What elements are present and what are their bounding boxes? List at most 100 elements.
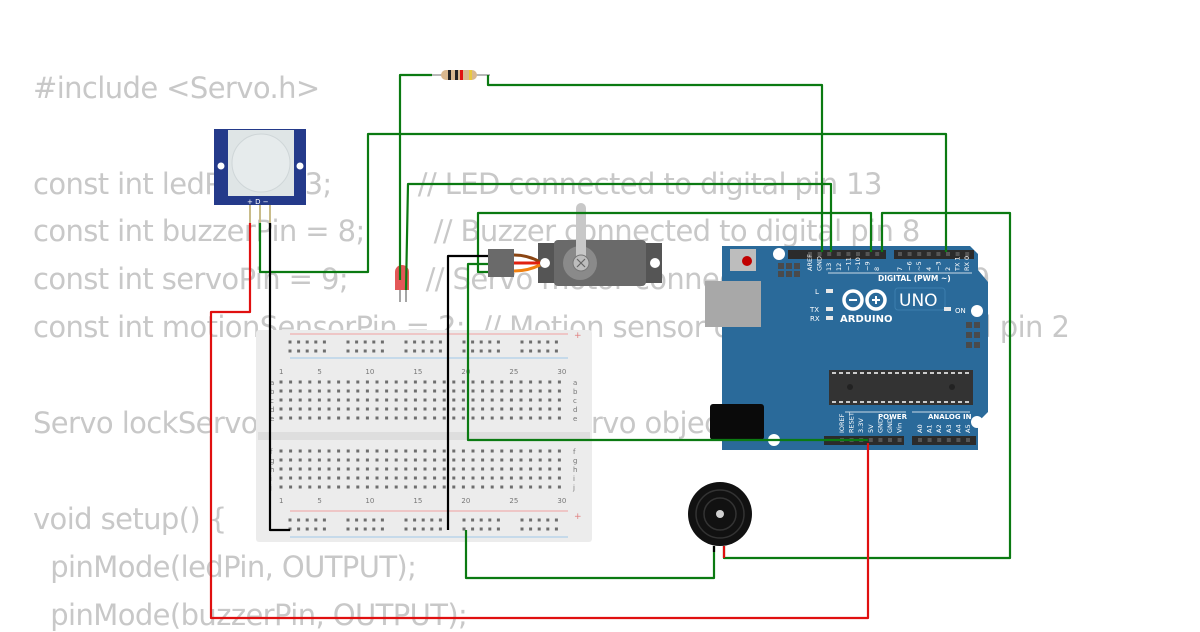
rail-hole[interactable] bbox=[520, 349, 524, 353]
breadboard-hole[interactable] bbox=[538, 407, 542, 411]
breadboard-hole[interactable] bbox=[481, 467, 485, 471]
breadboard-hole[interactable] bbox=[404, 380, 408, 384]
rail-hole[interactable] bbox=[462, 340, 466, 344]
breadboard-hole[interactable] bbox=[356, 485, 360, 489]
breadboard-hole[interactable] bbox=[509, 389, 513, 393]
rail-hole[interactable] bbox=[346, 349, 350, 353]
rail-hole[interactable] bbox=[546, 340, 550, 344]
breadboard-hole[interactable] bbox=[481, 416, 485, 420]
breadboard-hole[interactable] bbox=[500, 485, 504, 489]
breadboard-hole[interactable] bbox=[298, 458, 302, 462]
breadboard-hole[interactable] bbox=[356, 467, 360, 471]
rail-hole[interactable] bbox=[297, 518, 301, 522]
breadboard-hole[interactable] bbox=[413, 458, 417, 462]
breadboard-hole[interactable] bbox=[529, 380, 533, 384]
breadboard-hole[interactable] bbox=[327, 458, 331, 462]
breadboard-hole[interactable] bbox=[346, 416, 350, 420]
breadboard-hole[interactable] bbox=[279, 476, 283, 480]
breadboard-hole[interactable] bbox=[279, 380, 283, 384]
breadboard-hole[interactable] bbox=[519, 398, 523, 402]
wire-pir-gnd[interactable] bbox=[268, 223, 290, 532]
breadboard-hole[interactable] bbox=[413, 485, 417, 489]
rail-hole[interactable] bbox=[380, 527, 384, 531]
header-pin[interactable] bbox=[917, 252, 922, 256]
rail-hole[interactable] bbox=[314, 527, 318, 531]
wires[interactable] bbox=[209, 73, 1012, 620]
breadboard-hole[interactable] bbox=[481, 380, 485, 384]
breadboard-hole[interactable] bbox=[519, 389, 523, 393]
rail-hole[interactable] bbox=[479, 527, 483, 531]
breadboard-hole[interactable] bbox=[375, 449, 379, 453]
rail-hole[interactable] bbox=[471, 340, 475, 344]
breadboard-hole[interactable] bbox=[394, 407, 398, 411]
rail-hole[interactable] bbox=[529, 349, 533, 353]
breadboard-hole[interactable] bbox=[538, 380, 542, 384]
rail-hole[interactable] bbox=[421, 527, 425, 531]
header-pin[interactable] bbox=[956, 438, 961, 442]
breadboard-hole[interactable] bbox=[365, 467, 369, 471]
rail-hole[interactable] bbox=[496, 518, 500, 522]
rail-hole[interactable] bbox=[363, 527, 367, 531]
breadboard-hole[interactable] bbox=[298, 398, 302, 402]
rail-hole[interactable] bbox=[438, 527, 442, 531]
rail-hole[interactable] bbox=[380, 349, 384, 353]
breadboard-hole[interactable] bbox=[529, 467, 533, 471]
header-pin[interactable] bbox=[955, 252, 960, 256]
breadboard-hole[interactable] bbox=[413, 389, 417, 393]
breadboard-hole[interactable] bbox=[365, 389, 369, 393]
breadboard-hole[interactable] bbox=[548, 458, 552, 462]
breadboard-hole[interactable] bbox=[500, 407, 504, 411]
breadboard-hole[interactable] bbox=[490, 476, 494, 480]
breadboard-hole[interactable] bbox=[461, 398, 465, 402]
rail-hole[interactable] bbox=[488, 527, 492, 531]
breadboard-hole[interactable] bbox=[404, 389, 408, 393]
breadboard-hole[interactable] bbox=[308, 467, 312, 471]
breadboard-hole[interactable] bbox=[529, 476, 533, 480]
rail-hole[interactable] bbox=[488, 340, 492, 344]
breadboard-hole[interactable] bbox=[442, 449, 446, 453]
breadboard-hole[interactable] bbox=[423, 458, 427, 462]
breadboard-hole[interactable] bbox=[433, 389, 437, 393]
breadboard-hole[interactable] bbox=[413, 398, 417, 402]
rail-hole[interactable] bbox=[529, 527, 533, 531]
breadboard-hole[interactable] bbox=[337, 458, 341, 462]
breadboard-hole[interactable] bbox=[356, 416, 360, 420]
breadboard-hole[interactable] bbox=[500, 458, 504, 462]
breadboard-hole[interactable] bbox=[279, 485, 283, 489]
breadboard-hole[interactable] bbox=[289, 416, 293, 420]
breadboard-hole[interactable] bbox=[548, 416, 552, 420]
rail-hole[interactable] bbox=[355, 340, 359, 344]
breadboard-hole[interactable] bbox=[346, 458, 350, 462]
breadboard-hole[interactable] bbox=[529, 458, 533, 462]
breadboard-hole[interactable] bbox=[289, 485, 293, 489]
breadboard-hole[interactable] bbox=[413, 416, 417, 420]
rail-hole[interactable] bbox=[520, 518, 524, 522]
rail-hole[interactable] bbox=[529, 518, 533, 522]
rail-hole[interactable] bbox=[404, 340, 408, 344]
breadboard-hole[interactable] bbox=[490, 467, 494, 471]
breadboard-hole[interactable] bbox=[279, 416, 283, 420]
rail-hole[interactable] bbox=[421, 518, 425, 522]
breadboard-hole[interactable] bbox=[298, 449, 302, 453]
breadboard-hole[interactable] bbox=[548, 485, 552, 489]
rail-hole[interactable] bbox=[520, 340, 524, 344]
rail-hole[interactable] bbox=[305, 518, 309, 522]
pir-motion-sensor[interactable]: + D − bbox=[214, 129, 306, 223]
rail-hole[interactable] bbox=[421, 349, 425, 353]
breadboard-hole[interactable] bbox=[461, 485, 465, 489]
breadboard-hole[interactable] bbox=[289, 458, 293, 462]
breadboard-hole[interactable] bbox=[519, 458, 523, 462]
breadboard-hole[interactable] bbox=[394, 380, 398, 384]
wire-led-to-pin13[interactable] bbox=[404, 182, 833, 291]
breadboard-hole[interactable] bbox=[365, 398, 369, 402]
breadboard-hole[interactable] bbox=[289, 380, 293, 384]
breadboard-hole[interactable] bbox=[375, 416, 379, 420]
breadboard-hole[interactable] bbox=[375, 458, 379, 462]
breadboard-hole[interactable] bbox=[317, 416, 321, 420]
breadboard-hole[interactable] bbox=[279, 407, 283, 411]
header-pin[interactable] bbox=[926, 252, 931, 256]
rail-hole[interactable] bbox=[322, 527, 326, 531]
breadboard-hole[interactable] bbox=[365, 380, 369, 384]
breadboard-hole[interactable] bbox=[317, 449, 321, 453]
breadboard-hole[interactable] bbox=[538, 449, 542, 453]
